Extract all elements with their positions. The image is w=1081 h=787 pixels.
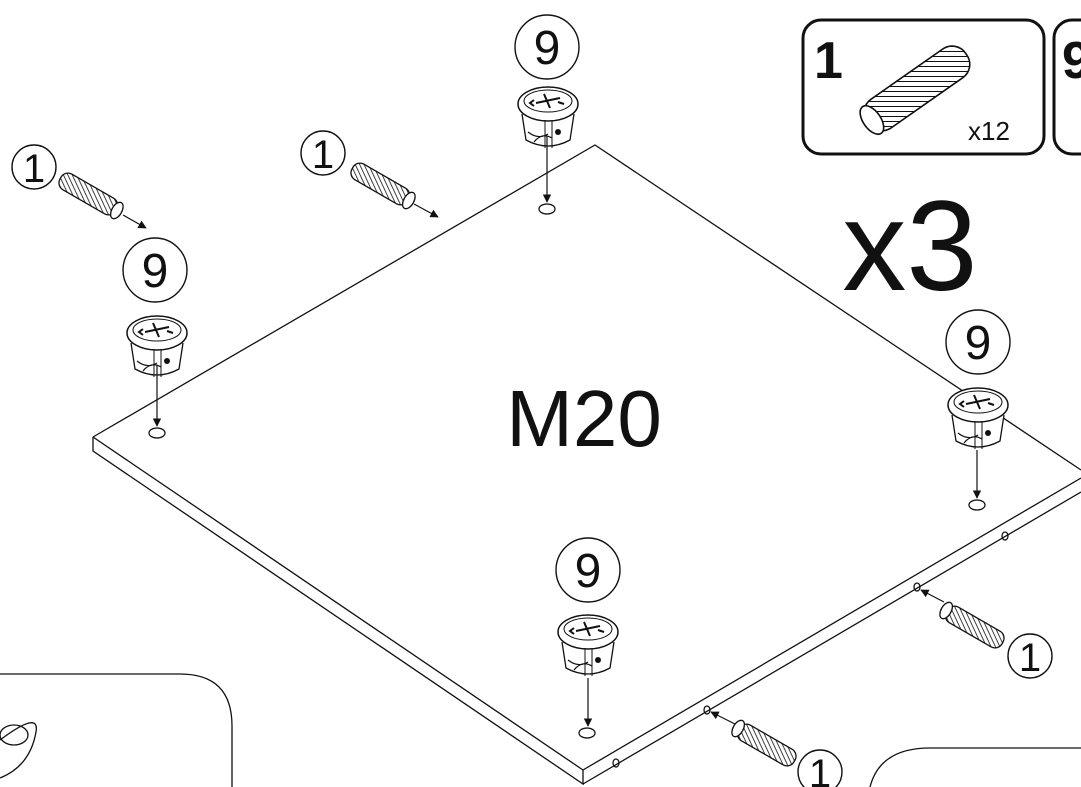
detail-box-right [870, 748, 1081, 787]
callout-dowel-1: 1 [23, 147, 45, 191]
panel-label: M20 [506, 374, 662, 463]
multiplier-label: x3 [842, 175, 977, 318]
dowel-right: 1 [921, 590, 1052, 680]
callout-dowel-2: 1 [312, 133, 334, 177]
callout-cam-left: 9 [142, 245, 169, 298]
dowel-top-left: 1 [12, 145, 146, 228]
callout-cam-top: 9 [534, 22, 561, 75]
cam-lock-icon [558, 615, 618, 676]
parts-box-quantity: x12 [968, 116, 1010, 146]
parts-box-partial: 9 [1054, 20, 1081, 154]
cam-lock-icon [518, 87, 578, 148]
dowel-icon [348, 160, 418, 211]
callout-cam-right: 9 [965, 317, 992, 370]
parts-box-dowel: 1 x12 [803, 20, 1044, 154]
dowel-top-middle: 1 [301, 131, 438, 217]
dowel-icon [937, 600, 1007, 651]
dowel-icon [56, 170, 126, 221]
parts-box-partial-number: 9 [1062, 32, 1081, 90]
detail-part-icon [0, 723, 36, 778]
detail-box-left [0, 674, 232, 787]
callout-dowel-3: 1 [1019, 636, 1041, 680]
callout-cam-bottom: 9 [575, 545, 602, 598]
cam-lock-icon [948, 388, 1008, 449]
parts-box-part-number: 1 [814, 32, 843, 90]
dowel-icon [729, 718, 799, 769]
dowel-bottom: 1 [711, 712, 842, 787]
callout-dowel-4: 1 [809, 752, 831, 787]
